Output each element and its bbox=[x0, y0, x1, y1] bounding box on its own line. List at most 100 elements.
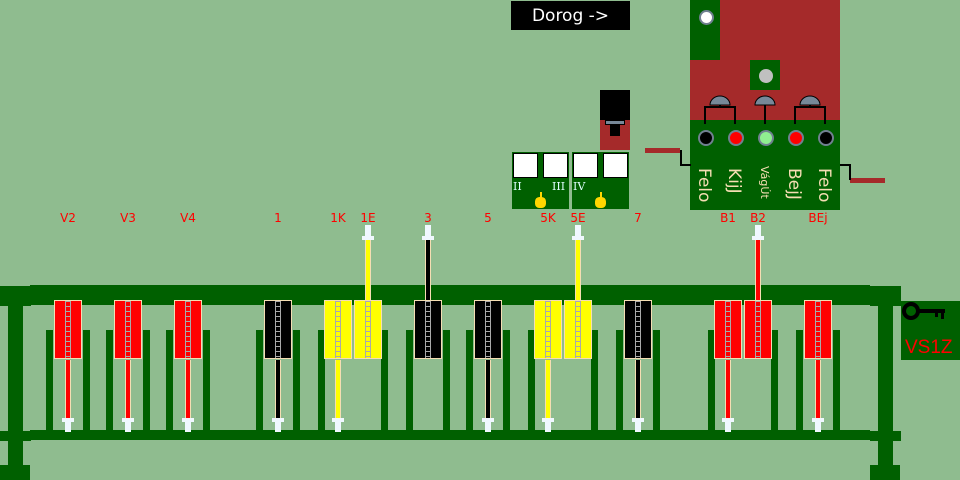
lamp-bejj bbox=[788, 130, 804, 146]
support-left bbox=[616, 330, 623, 430]
right-connector-bar bbox=[850, 178, 885, 183]
track-label-v3: V3 bbox=[120, 211, 136, 225]
chain-icon bbox=[275, 301, 281, 358]
track-label-5e: 5E bbox=[570, 211, 586, 225]
chain-icon bbox=[755, 301, 761, 358]
signal-box-3[interactable] bbox=[414, 300, 442, 359]
right-connector-wire bbox=[840, 164, 851, 180]
signal-box-bej[interactable] bbox=[804, 300, 832, 359]
chain-icon bbox=[815, 301, 821, 358]
lamp-felo-right bbox=[818, 130, 834, 146]
chain-icon bbox=[65, 301, 71, 358]
chain-icon bbox=[185, 301, 191, 358]
track-label-1: 1 bbox=[274, 211, 282, 225]
rod-cap bbox=[272, 418, 284, 422]
direction-button[interactable]: Dorog -> bbox=[511, 1, 630, 30]
rod-cap-stem bbox=[365, 225, 371, 236]
signal-box-5k[interactable] bbox=[534, 300, 562, 359]
rod-cap bbox=[332, 418, 344, 422]
support-left bbox=[708, 330, 715, 430]
signal-box-1k[interactable] bbox=[324, 300, 352, 359]
panel-indicator-box bbox=[690, 0, 720, 60]
rod-cap-stem bbox=[635, 421, 641, 432]
left-connector-wire bbox=[680, 150, 691, 166]
switch-handle-center[interactable] bbox=[754, 95, 776, 122]
signal-box-b1[interactable] bbox=[714, 300, 742, 359]
chain-icon bbox=[425, 301, 431, 358]
bulb-stem bbox=[540, 192, 542, 198]
signal-box-5e[interactable] bbox=[564, 300, 592, 359]
signal-box-1e[interactable] bbox=[354, 300, 382, 359]
track-rod bbox=[635, 360, 641, 419]
track-rod bbox=[485, 360, 491, 419]
signal-box-1[interactable] bbox=[264, 300, 292, 359]
track-rod bbox=[275, 360, 281, 419]
support-right bbox=[203, 330, 210, 430]
signal-box-v3[interactable] bbox=[114, 300, 142, 359]
label-felo-right[interactable]: Felo bbox=[814, 168, 834, 203]
track-rod bbox=[65, 360, 71, 419]
track-rod bbox=[815, 360, 821, 419]
right-post-foot bbox=[870, 465, 900, 480]
label-vagut[interactable]: VágÚt bbox=[758, 166, 771, 199]
key-panel-label: VS1Z bbox=[905, 337, 953, 358]
support-right bbox=[381, 330, 388, 430]
support-left bbox=[46, 330, 53, 430]
signal-box-b2[interactable] bbox=[744, 300, 772, 359]
track-label-5: 5 bbox=[484, 211, 492, 225]
rod-cap bbox=[542, 418, 554, 422]
route-button-ii[interactable] bbox=[513, 153, 538, 178]
rod-cap-stem bbox=[575, 225, 581, 236]
rod-cap-stem bbox=[335, 421, 341, 432]
switch-handle-right[interactable] bbox=[794, 95, 826, 122]
panel-indicator-light bbox=[699, 10, 714, 25]
support-left bbox=[106, 330, 113, 430]
rod-cap-stem bbox=[425, 225, 431, 236]
support-right bbox=[653, 330, 660, 430]
label-felo-left[interactable]: Felo bbox=[694, 168, 714, 203]
route-button-iii[interactable] bbox=[543, 153, 568, 178]
support-left bbox=[466, 330, 473, 430]
track-rod bbox=[185, 360, 191, 419]
track-rod bbox=[365, 240, 371, 301]
support-left bbox=[528, 330, 535, 430]
support-right bbox=[833, 330, 840, 430]
bulb-stem bbox=[600, 192, 602, 198]
signal-box-7[interactable] bbox=[624, 300, 652, 359]
rod-cap bbox=[722, 418, 734, 422]
signal-box-v2[interactable] bbox=[54, 300, 82, 359]
left-connector-bar bbox=[645, 148, 680, 153]
key-icon bbox=[902, 302, 945, 320]
track-rod bbox=[725, 360, 731, 419]
signal-box-5[interactable] bbox=[474, 300, 502, 359]
small-switch-handle bbox=[605, 120, 625, 125]
label-bejj[interactable]: BejJ bbox=[784, 168, 804, 200]
chain-icon bbox=[545, 301, 551, 358]
signal-box-v4[interactable] bbox=[174, 300, 202, 359]
right-post bbox=[878, 286, 893, 480]
rod-cap bbox=[482, 418, 494, 422]
rod-cap-stem bbox=[485, 421, 491, 432]
chain-icon bbox=[365, 301, 371, 358]
rod-cap bbox=[422, 236, 434, 240]
track-rod bbox=[755, 240, 761, 301]
track-label-1k: 1K bbox=[330, 211, 346, 225]
chain-icon bbox=[485, 301, 491, 358]
bulb-icon bbox=[535, 197, 546, 208]
switch-handle-left[interactable] bbox=[704, 95, 736, 122]
rod-cap bbox=[182, 418, 194, 422]
label-kijj[interactable]: KijJ bbox=[724, 168, 744, 194]
track-label-5k: 5K bbox=[540, 211, 556, 225]
small-switch[interactable] bbox=[600, 90, 630, 150]
route-label-iv: IV bbox=[573, 180, 586, 193]
chain-icon bbox=[725, 301, 731, 358]
rod-cap-stem bbox=[125, 421, 131, 432]
track-rod bbox=[335, 360, 341, 419]
lamp-felo-left bbox=[698, 130, 714, 146]
rod-cap-stem bbox=[815, 421, 821, 432]
rod-cap-stem bbox=[65, 421, 71, 432]
rod-cap bbox=[812, 418, 824, 422]
route-button-iv-2[interactable] bbox=[603, 153, 628, 178]
route-button-iv[interactable] bbox=[573, 153, 598, 178]
chain-icon bbox=[335, 301, 341, 358]
